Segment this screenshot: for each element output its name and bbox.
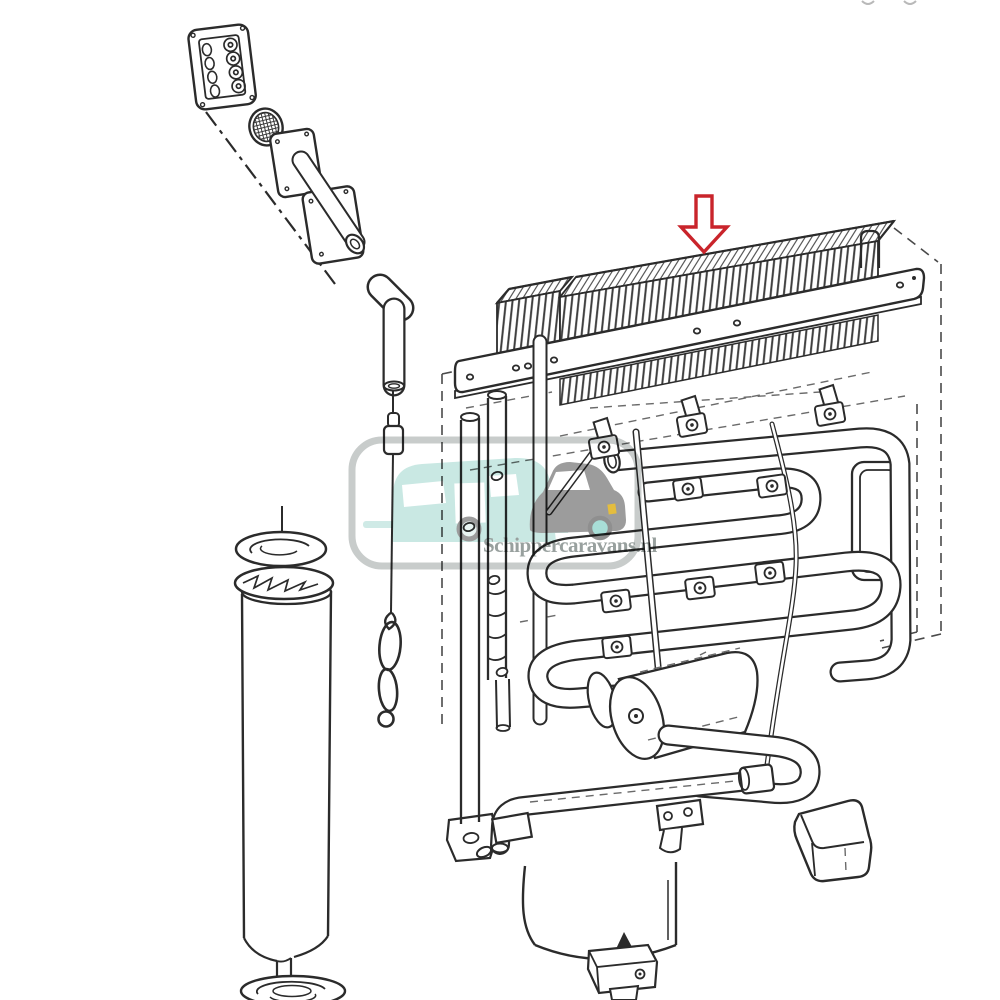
flue-pipe-right — [486, 390, 511, 732]
coil-tubing — [526, 427, 912, 739]
bottom-baffle-disc — [239, 974, 347, 1000]
twisted-baffle — [377, 611, 402, 728]
drain-tube — [490, 763, 776, 855]
control-panel — [187, 23, 257, 111]
edge-marks — [861, 0, 917, 5]
highlight-arrow — [677, 194, 731, 255]
bottom-bracket — [655, 798, 705, 854]
burner-tube — [291, 150, 366, 255]
flue-baffle-disc-lower — [233, 565, 335, 601]
pipe-foot-bracket — [445, 812, 499, 863]
flame-tube — [382, 297, 406, 397]
accumulator-vessel — [521, 862, 678, 1000]
fin-mounting-rail — [453, 267, 926, 400]
tube-joint — [737, 763, 776, 795]
capillary-tube — [761, 421, 799, 791]
leader-line — [205, 111, 339, 289]
baffle-suspension-wire — [382, 390, 405, 613]
vessel-bracket — [586, 943, 659, 1000]
flue-tube — [240, 578, 333, 982]
vessel-triangle-marker — [616, 932, 632, 949]
support-strut-long — [632, 428, 665, 702]
sensor-wire-loop — [859, 229, 881, 268]
flue-baffle-disc-upper — [234, 506, 328, 568]
burner-cover-cup — [793, 799, 873, 883]
tube-flange — [490, 811, 534, 845]
bottom-u-tube — [657, 724, 821, 805]
